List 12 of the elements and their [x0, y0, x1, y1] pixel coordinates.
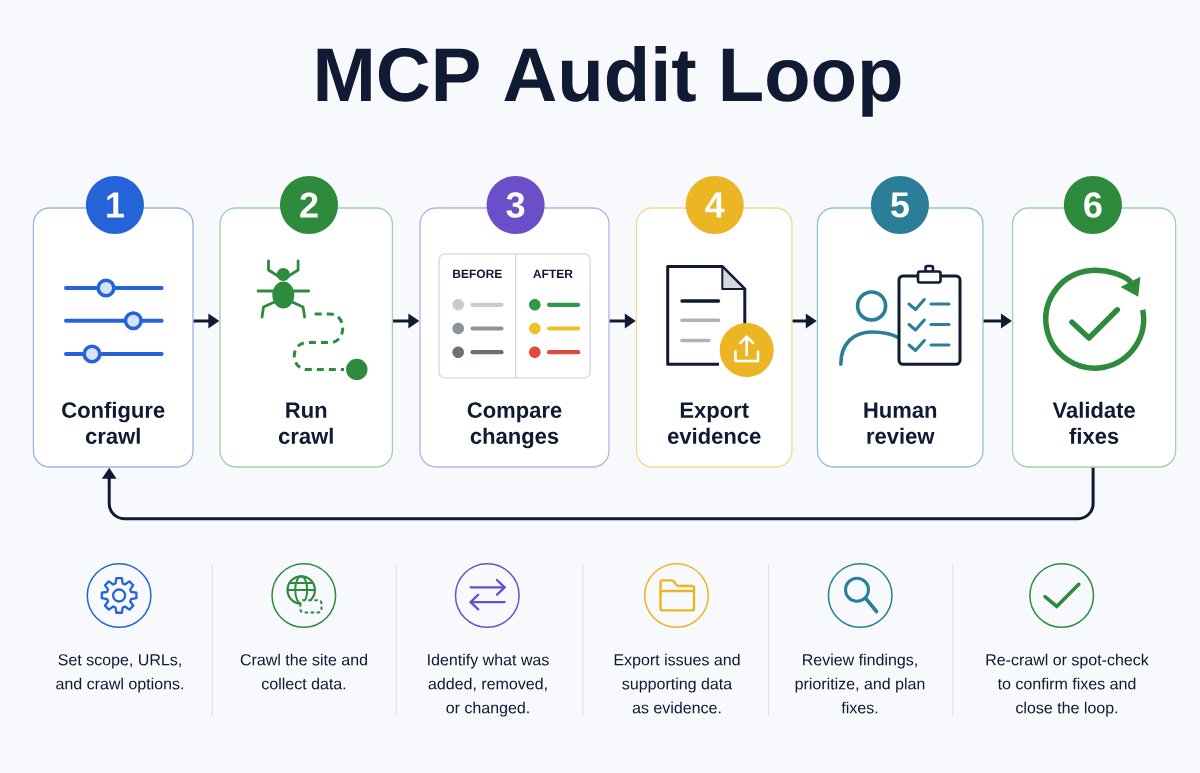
description-text: Crawl the site and collect data.: [240, 653, 367, 690]
arrow: [101, 467, 1095, 521]
node-label: BEFORE: [453, 269, 502, 279]
title: MCP Audit Loop: [317, 45, 901, 117]
description-text: Set scope, URLs, and crawl options.: [56, 654, 183, 693]
number-badge: 3: [486, 176, 545, 234]
description-text: Re-crawl or spot-check to confirm fixes and close the loop.: [986, 653, 1149, 717]
description-text: Review findings, prioritize, and plan fixes.: [795, 653, 925, 714]
comparison-table: BEFORE AFTER: [438, 253, 591, 379]
description-text: Identify what was added, removed, or changed.: [428, 653, 549, 717]
node-label: AFTER: [533, 269, 573, 278]
description-text: Export issues and supporting data as evidence.: [614, 653, 740, 714]
